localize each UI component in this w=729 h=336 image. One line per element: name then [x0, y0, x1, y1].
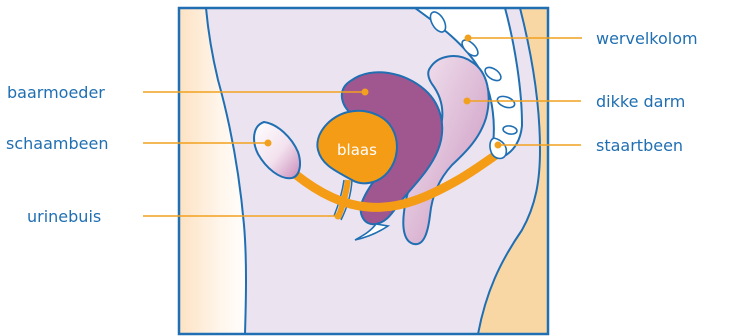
- label-baarmoeder: baarmoeder: [7, 83, 105, 102]
- leader-dot-wervelkolom: [465, 35, 472, 42]
- label-wervelkolom: wervelkolom: [596, 29, 698, 48]
- leader-dot-urinebuis: [335, 213, 342, 220]
- leader-dot-schaambeen: [265, 140, 272, 147]
- leader-dot-dikke-darm: [464, 98, 471, 105]
- label-blaas: blaas: [337, 141, 377, 159]
- label-schaambeen: schaambeen: [6, 134, 108, 153]
- label-dikke-darm: dikke darm: [596, 92, 685, 111]
- anatomy: [179, 8, 548, 334]
- leader-dot-baarmoeder: [362, 89, 369, 96]
- label-staartbeen: staartbeen: [596, 136, 683, 155]
- label-urinebuis: urinebuis: [27, 207, 101, 226]
- leader-dot-staartbeen: [495, 142, 502, 149]
